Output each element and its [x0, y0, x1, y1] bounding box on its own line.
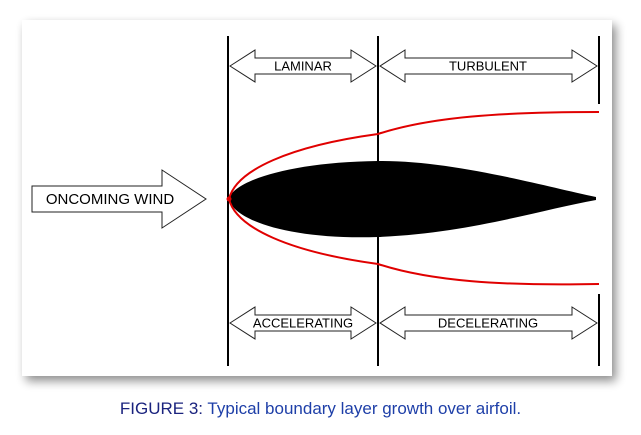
- accelerating-arrow: [229, 306, 377, 340]
- caption-text: Typical boundary layer growth over airfo…: [203, 399, 522, 418]
- caption-prefix: FIGURE 3:: [119, 399, 203, 418]
- turbulent-arrow: [379, 49, 598, 83]
- boundary-layer-curve-lower: [228, 198, 600, 286]
- boundary-layer-curve-upper: [228, 111, 600, 200]
- oncoming-wind-arrow: [31, 169, 207, 229]
- turbulent-label: TURBULENT: [449, 59, 527, 74]
- laminar-arrow: [229, 49, 377, 83]
- figure-caption: FIGURE 3: Typical boundary layer growth …: [0, 399, 641, 419]
- decelerating-label: DECELERATING: [438, 316, 538, 331]
- laminar-label: LAMINAR: [274, 59, 332, 74]
- decelerating-arrow: [379, 306, 598, 340]
- stagnation-point: [226, 196, 232, 202]
- accelerating-label: ACCELERATING: [253, 316, 353, 331]
- oncoming-wind-label: ONCOMING WIND: [46, 191, 174, 208]
- airfoil-shape: [229, 160, 596, 238]
